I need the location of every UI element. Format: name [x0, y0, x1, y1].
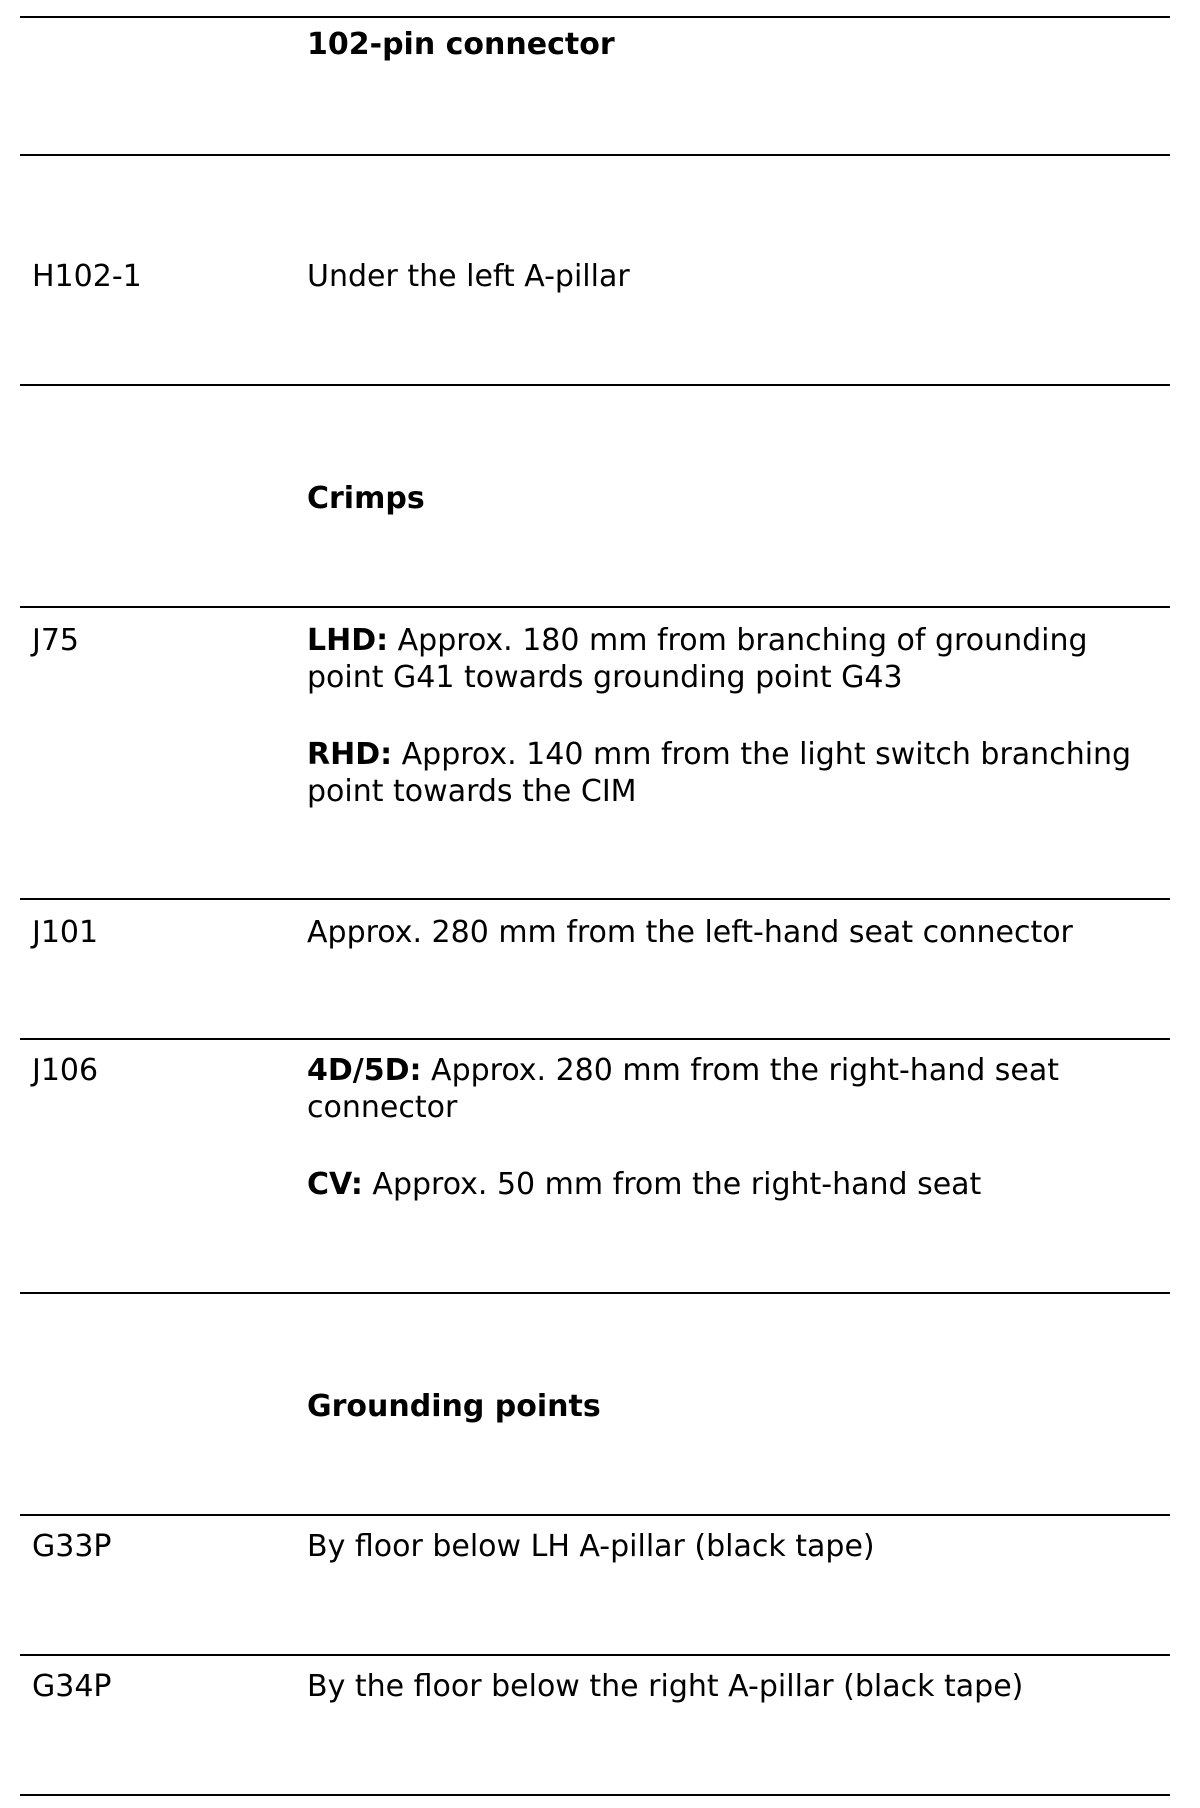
location-paragraph-lhd: LHD: Approx. 180 mm from branching of gr… — [307, 622, 1167, 696]
component-code: H102-1 — [32, 259, 142, 294]
variant-label: RHD: — [307, 737, 393, 772]
location-table: 102-pin connector H102-1 Under the left … — [20, 16, 1170, 1796]
component-location: By floor below LH A-pillar (black tape) — [307, 1529, 875, 1564]
component-code: J106 — [32, 1053, 99, 1088]
component-location: LHD: Approx. 180 mm from branching of gr… — [307, 622, 1167, 810]
variant-label: 4D/5D: — [307, 1053, 422, 1088]
table-row: G33P By floor below LH A-pillar (black t… — [20, 1514, 1170, 1654]
section-heading-grounding: Grounding points — [307, 1389, 601, 1424]
section-header-row: 102-pin connector — [20, 16, 1170, 154]
component-location: By the floor below the right A-pillar (b… — [307, 1669, 1024, 1704]
variant-label: CV: — [307, 1167, 363, 1202]
section-heading-crimps: Crimps — [307, 481, 425, 516]
section-header-row: Grounding points — [20, 1292, 1170, 1514]
component-location: 4D/5D: Approx. 280 mm from the right-han… — [307, 1052, 1167, 1203]
component-location: Approx. 280 mm from the left-hand seat c… — [307, 915, 1073, 950]
table-row: H102-1 Under the left A-pillar — [20, 154, 1170, 384]
component-location: Under the left A-pillar — [307, 259, 630, 294]
table-row: J101 Approx. 280 mm from the left-hand s… — [20, 898, 1170, 1038]
variant-text: Approx. 140 mm from the light switch bra… — [307, 737, 1132, 809]
table-row: G34P By the floor below the right A-pill… — [20, 1654, 1170, 1796]
component-code: J75 — [32, 623, 80, 658]
section-heading-connector: 102-pin connector — [307, 27, 615, 62]
table-row: J106 4D/5D: Approx. 280 mm from the righ… — [20, 1038, 1170, 1292]
table-row: J75 LHD: Approx. 180 mm from branching o… — [20, 606, 1170, 898]
component-code: G33P — [32, 1529, 112, 1564]
variant-text: Approx. 180 mm from branching of groundi… — [307, 623, 1088, 695]
component-code: J101 — [32, 915, 99, 950]
location-paragraph-rhd: RHD: Approx. 140 mm from the light switc… — [307, 736, 1167, 810]
variant-text: Approx. 50 mm from the right-hand seat — [362, 1167, 982, 1202]
component-code: G34P — [32, 1669, 112, 1704]
variant-label: LHD: — [307, 623, 389, 658]
location-paragraph-4d5d: 4D/5D: Approx. 280 mm from the right-han… — [307, 1052, 1167, 1126]
variant-text: Approx. 280 mm from the right-hand seat … — [307, 1053, 1060, 1125]
section-header-row: Crimps — [20, 384, 1170, 606]
location-paragraph-cv: CV: Approx. 50 mm from the right-hand se… — [307, 1166, 1167, 1203]
